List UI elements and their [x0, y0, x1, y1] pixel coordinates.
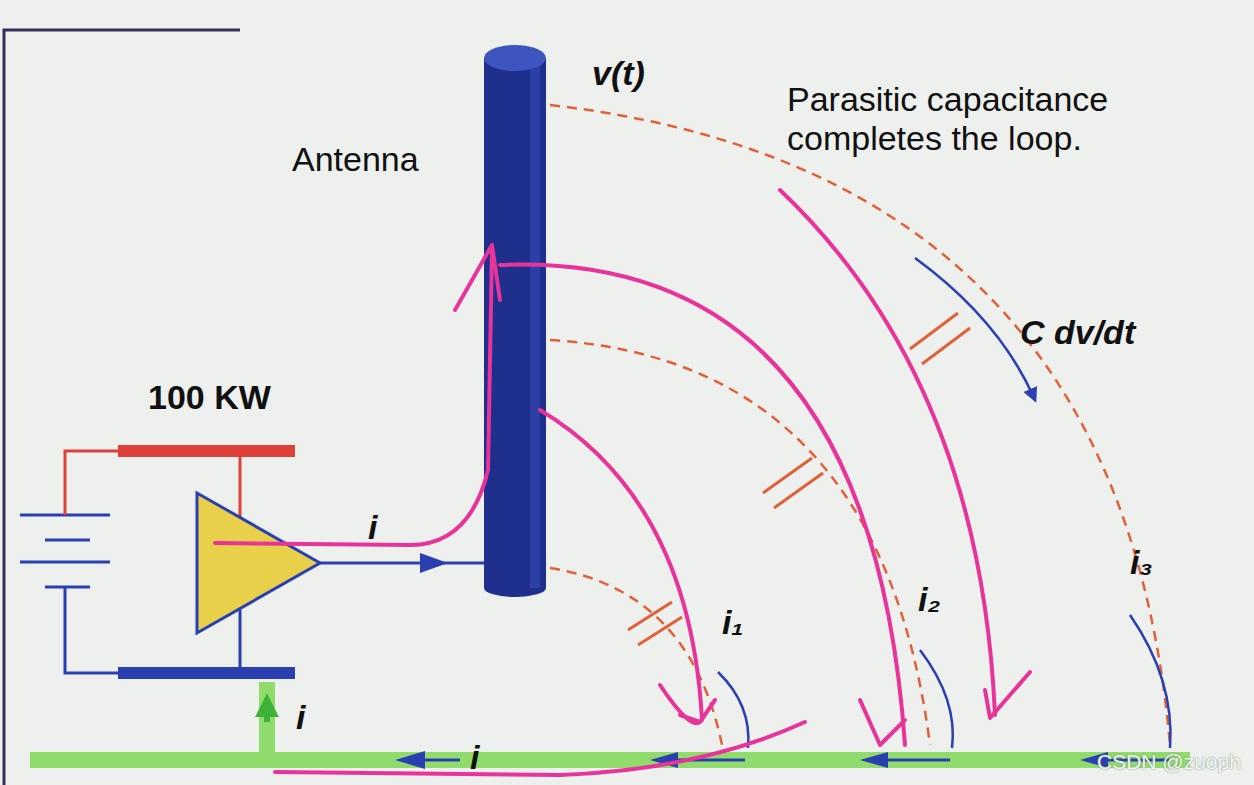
supply-rail	[118, 445, 295, 457]
note-text: Parasitic capacitance completes the loop…	[787, 80, 1197, 158]
signal-label: v(t)	[592, 54, 645, 93]
supply-wire	[239, 457, 242, 517]
current-label: i₂	[918, 580, 940, 619]
current-arrow	[420, 553, 448, 573]
current-label: i	[470, 738, 479, 777]
current-label: i₁	[722, 603, 743, 642]
current-label: i	[296, 698, 305, 737]
part-label: Antenna	[292, 140, 419, 179]
formula-label: C dv/dt	[1020, 313, 1135, 352]
amplifier-symbol	[197, 493, 320, 633]
supply-wire	[65, 587, 120, 673]
power-label: 100 KW	[148, 378, 271, 417]
ground-bar	[30, 752, 1190, 768]
antenna-mast	[484, 58, 546, 588]
supply-wire	[239, 610, 242, 667]
feed-wire	[320, 562, 486, 565]
antenna-top	[484, 45, 546, 71]
current-loop-sketch	[215, 190, 1030, 775]
current-arrow	[395, 751, 1170, 769]
supply-rail	[118, 667, 295, 679]
current-arrow	[264, 698, 270, 722]
ground-wire	[259, 682, 275, 752]
current-arrow	[718, 258, 1171, 748]
field-lines	[550, 105, 1170, 745]
current-label: i₃	[1130, 543, 1153, 582]
supply-wire	[65, 451, 120, 515]
current-label: i	[368, 508, 377, 547]
watermark: CSDN @zuoph	[1097, 750, 1241, 774]
battery-symbol	[20, 515, 110, 587]
antenna-mast	[530, 58, 540, 588]
